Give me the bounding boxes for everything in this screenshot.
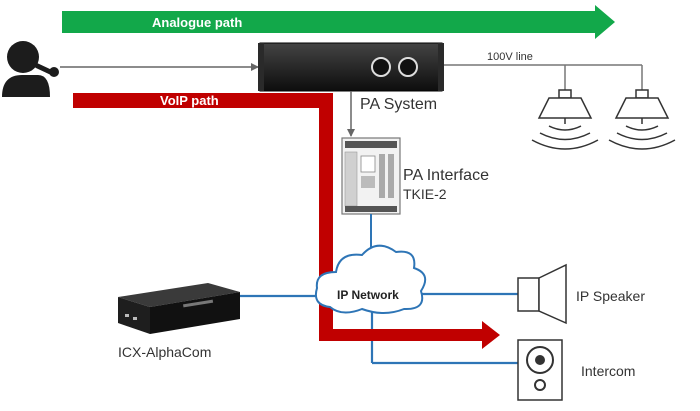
icx-server-icon	[118, 283, 240, 334]
pa-interface-label: PA Interface	[403, 167, 489, 184]
pa-amplifier-icon	[258, 42, 444, 92]
analogue-path-arrow: Analogue path	[62, 5, 615, 39]
line-100v	[444, 64, 643, 90]
ip-network-label: IP Network	[337, 288, 399, 302]
person-with-microphone-icon	[2, 41, 59, 97]
ip-speaker-label: IP Speaker	[576, 288, 645, 304]
horn-speaker-icon	[531, 89, 599, 150]
analogue-path-label: Analogue path	[152, 15, 242, 30]
horn-speaker-icon	[608, 89, 676, 150]
pa-interface-model-label: TKIE-2	[403, 186, 447, 202]
ip-speaker-icon	[517, 263, 567, 325]
intercom-label: Intercom	[581, 363, 635, 379]
voip-path-arrow: VoIP path	[73, 93, 500, 349]
icx-label: ICX-AlphaCom	[118, 344, 211, 360]
cloud-icon	[314, 244, 427, 314]
voip-path-label: VoIP path	[160, 93, 219, 108]
line-100v-label: 100V line	[487, 51, 533, 63]
pa-system-label: PA System	[360, 96, 437, 113]
pa-interface-board-icon	[341, 137, 401, 215]
intercom-panel-icon	[517, 339, 563, 401]
